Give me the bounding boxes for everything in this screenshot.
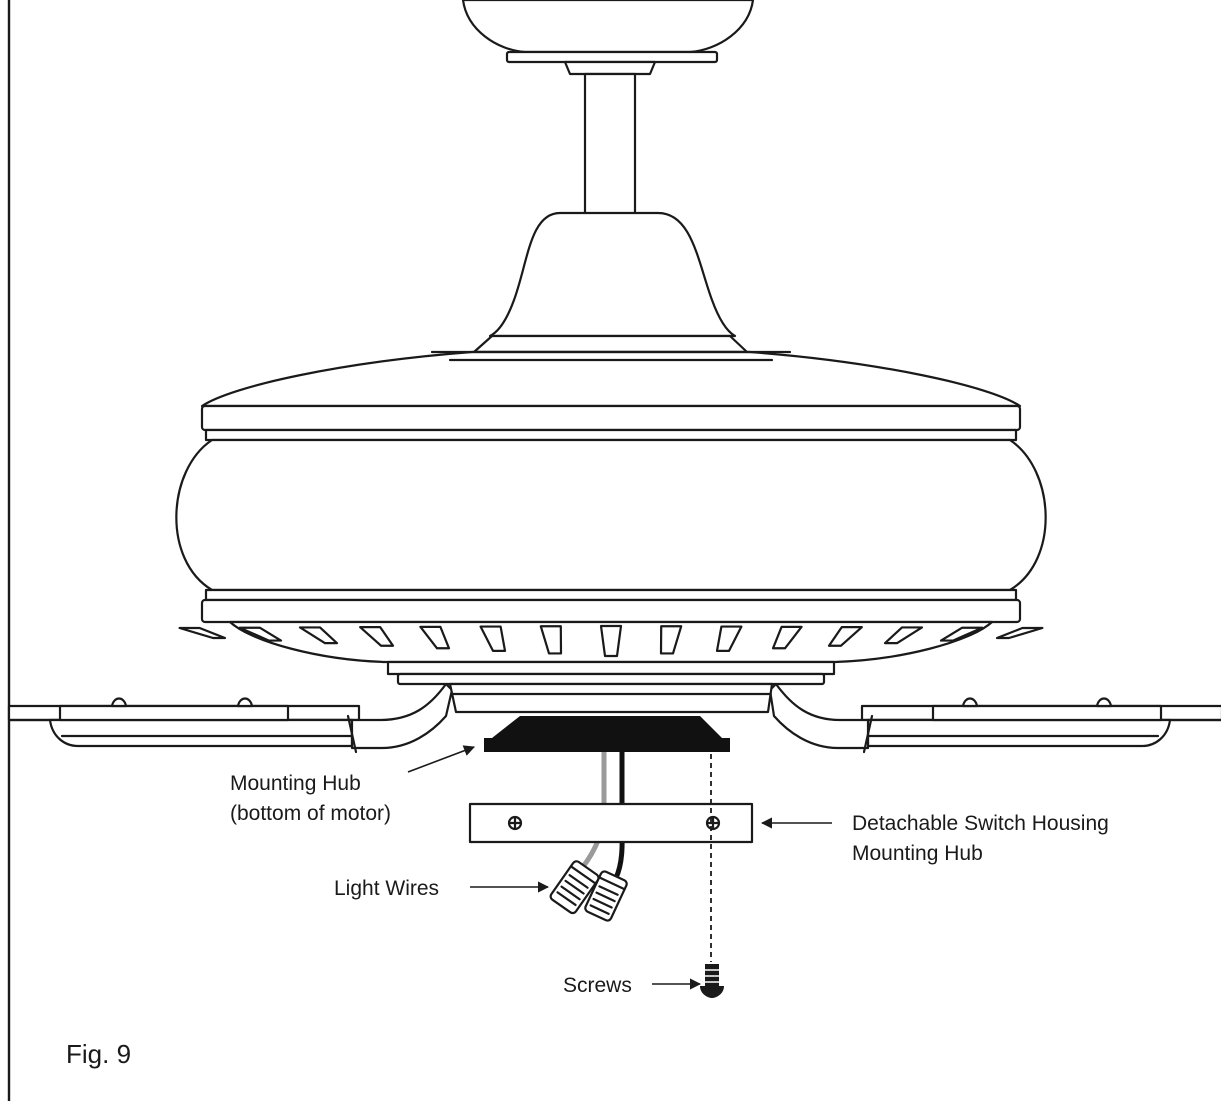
vent-slot (178, 626, 227, 640)
vent-slot (359, 626, 395, 647)
vent-slot (539, 625, 563, 655)
right-blade (768, 682, 1221, 754)
motor-bottom-cup (448, 682, 774, 714)
switch-housing-mounting-hub (468, 802, 754, 844)
motor-collar (472, 211, 749, 354)
vent-slot (939, 626, 984, 642)
wire-nuts (549, 860, 628, 922)
left-blade (7, 682, 454, 754)
motor-housing (175, 438, 1047, 592)
motor-bottom-rings (200, 588, 1022, 624)
screw-hole-left (507, 815, 523, 831)
figure-border (7, 0, 11, 1101)
vent-slot (827, 626, 863, 647)
switch-housing-label-line1: Detachable Switch Housing (852, 812, 1109, 835)
screw-hole-right (705, 815, 721, 831)
screws-label: Screws (563, 974, 632, 997)
mounting-hub (484, 716, 730, 752)
vent-slot (659, 625, 683, 655)
vent-slot (479, 625, 507, 652)
mounting-hub-label-line2: (bottom of motor) (230, 802, 391, 825)
downrod (583, 72, 637, 216)
motor-vents (178, 620, 1044, 686)
screw (700, 964, 724, 998)
vent-slot (771, 625, 803, 650)
vent-slot (599, 624, 623, 658)
vent-slot (883, 626, 924, 645)
vent-slot (995, 626, 1044, 640)
light-wires-label: Light Wires (334, 877, 439, 900)
vent-slot (715, 625, 743, 652)
vent-slot (298, 626, 339, 645)
motor-top-cover (200, 350, 1022, 442)
figure-label: Fig. 9 (66, 1039, 131, 1069)
mounting-hub-leader (407, 745, 476, 773)
mounting-hub-label-line1: Mounting Hub (230, 772, 361, 795)
switch-housing-label-line2: Mounting Hub (852, 842, 983, 865)
vent-slot (238, 626, 283, 642)
vent-slot (419, 625, 451, 650)
canopy (461, 0, 755, 76)
